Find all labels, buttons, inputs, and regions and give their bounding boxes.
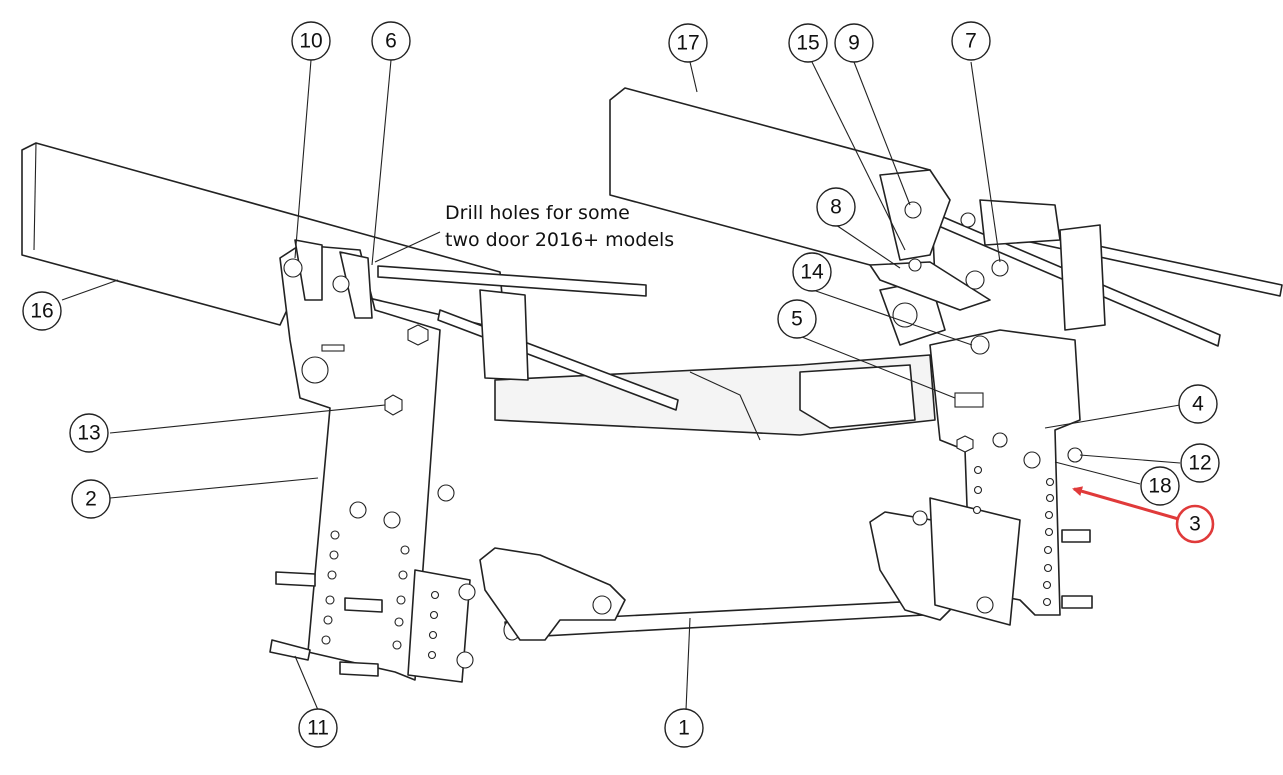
right-tie-rods: [912, 199, 1283, 347]
balloon-15-label: 15: [796, 32, 819, 55]
leader-12: [1079, 454, 1181, 464]
left-plate-holes: [321, 530, 440, 660]
cross-tube: [494, 354, 936, 441]
leader-5: [796, 334, 956, 399]
balloon-14-label: 14: [800, 261, 824, 284]
leader-2: [109, 477, 319, 499]
part-16-left-frame-rail: [21, 142, 506, 331]
leader-6: [371, 59, 392, 266]
balloon-18-label: 18: [1148, 475, 1171, 498]
left-tie-rods: [377, 265, 679, 411]
highlight-arrow: [1072, 486, 1183, 522]
balloon-5: 5: [777, 299, 817, 339]
balloon-11: 11: [298, 708, 338, 748]
balloon-15: 15: [788, 23, 828, 63]
part-2-left-mount-plate: [279, 239, 471, 683]
left-lower-arm: [479, 547, 626, 641]
leader-14: [812, 289, 973, 346]
balloon-16: 16: [22, 291, 62, 331]
balloon-17-label: 17: [676, 32, 699, 55]
balloon-10: 10: [291, 21, 331, 61]
balloon-5-label: 5: [791, 308, 803, 331]
fasteners: [269, 201, 1093, 677]
balloon-13-label: 13: [77, 422, 100, 445]
leader-note: [374, 231, 441, 263]
leader-7: [970, 61, 1001, 263]
balloon-9: 9: [834, 23, 874, 63]
leader-8: [835, 224, 901, 269]
right-plate-holes: [972, 465, 1055, 607]
note-line-2: two door 2016+ models: [445, 229, 675, 251]
balloon-9-label: 9: [848, 32, 860, 55]
drill-holes-note: Drill holes for some two door 2016+ mode…: [445, 200, 674, 254]
balloon-6-label: 6: [385, 30, 397, 53]
balloon-12: 12: [1180, 443, 1220, 483]
balloon-7-label: 7: [965, 30, 977, 53]
leader-10: [294, 59, 312, 259]
leader-15: [811, 61, 906, 251]
note-line-1: Drill holes for some: [445, 202, 630, 224]
balloon-3-label: 3: [1189, 513, 1201, 536]
balloon-4: 4: [1178, 384, 1218, 424]
balloon-17: 17: [668, 23, 708, 63]
balloon-2-label: 2: [85, 488, 97, 511]
leader-1: [685, 617, 691, 711]
leader-13: [109, 404, 386, 434]
leader-9: [853, 61, 911, 206]
leader-4: [1044, 404, 1181, 429]
balloon-13: 13: [69, 413, 109, 453]
leader-11: [294, 655, 319, 711]
balloon-12-label: 12: [1188, 452, 1211, 475]
balloon-18: 18: [1140, 466, 1180, 506]
leader-17: [689, 61, 698, 93]
balloon-11-label: 11: [307, 717, 329, 740]
balloon-1: 1: [664, 708, 704, 748]
balloon-6: 6: [371, 21, 411, 61]
balloon-16-label: 16: [30, 300, 53, 323]
balloon-8: 8: [816, 187, 856, 227]
balloon-3-highlighted: 3: [1175, 504, 1215, 544]
balloon-7: 7: [951, 21, 991, 61]
balloon-8-label: 8: [830, 196, 842, 219]
balloon-4-label: 4: [1192, 393, 1204, 416]
leader-lines: [61, 59, 1181, 711]
balloon-14: 14: [792, 252, 832, 292]
leader-16: [61, 279, 119, 301]
balloon-1-label: 1: [678, 717, 690, 740]
balloon-2: 2: [71, 479, 111, 519]
balloon-10-label: 10: [299, 30, 322, 53]
leader-18: [1054, 461, 1141, 485]
